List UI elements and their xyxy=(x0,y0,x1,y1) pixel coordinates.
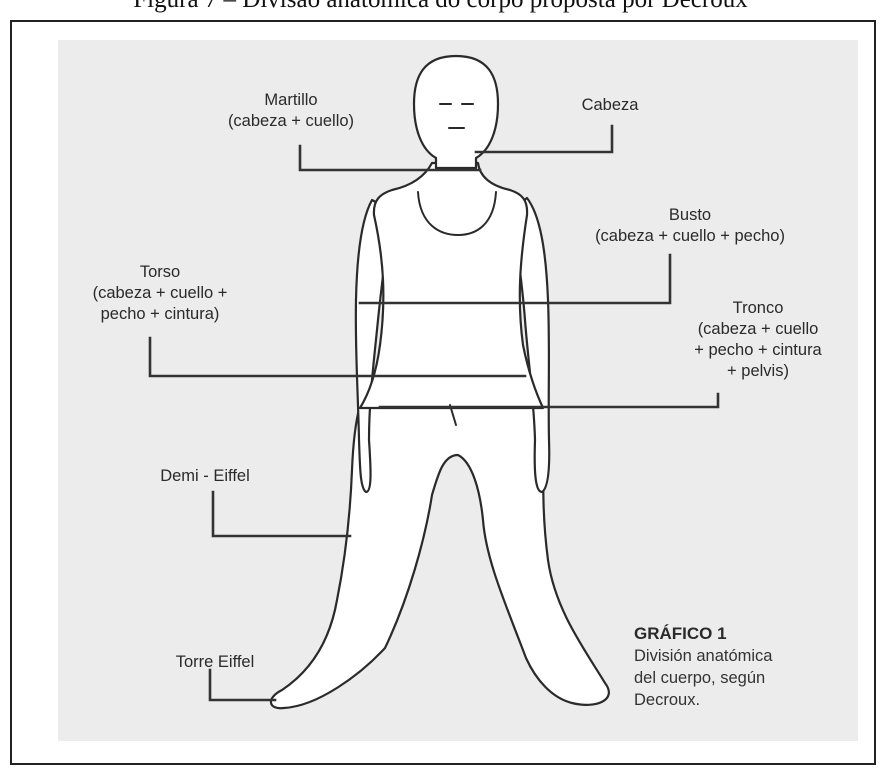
grafico-line-3: Decroux. xyxy=(634,689,772,711)
grafico-title: GRÁFICO 1 xyxy=(634,623,772,645)
label-tronco-detail-1: (cabeza + cuello xyxy=(668,319,848,340)
label-torso-detail-2: pecho + cintura) xyxy=(60,304,260,325)
grafico-caption: GRÁFICO 1 División anatómica del cuerpo,… xyxy=(634,623,772,711)
label-torso-detail-1: (cabeza + cuello + xyxy=(60,283,260,304)
label-torso: Torso (cabeza + cuello + pecho + cintura… xyxy=(60,262,260,325)
label-demi-eiffel: Demi - Eiffel xyxy=(130,466,280,487)
label-tronco-detail-3: + pelvis) xyxy=(668,361,848,382)
torso-outline xyxy=(360,163,543,408)
demi-eiffel-line xyxy=(213,492,350,536)
label-torre-eiffel: Torre Eiffel xyxy=(140,652,290,673)
label-cabeza-title: Cabeza xyxy=(560,95,660,116)
label-martillo: Martillo (cabeza + cuello) xyxy=(196,90,386,132)
label-tronco: Tronco (cabeza + cuello + pecho + cintur… xyxy=(668,298,848,382)
legs-outline xyxy=(271,405,609,708)
grafico-line-2: del cuerpo, según xyxy=(634,667,772,689)
torre-eiffel-line xyxy=(210,670,275,700)
label-tronco-detail-2: + pecho + cintura xyxy=(668,340,848,361)
label-busto: Busto (cabeza + cuello + pecho) xyxy=(560,205,820,247)
grafico-line-1: División anatómica xyxy=(634,645,772,667)
label-martillo-title: Martillo xyxy=(196,90,386,111)
label-tronco-title: Tronco xyxy=(668,298,848,319)
cabeza-line xyxy=(476,126,612,152)
label-cabeza: Cabeza xyxy=(560,95,660,116)
human-figure xyxy=(271,56,609,708)
label-demi-eiffel-title: Demi - Eiffel xyxy=(130,466,280,487)
label-busto-detail: (cabeza + cuello + pecho) xyxy=(560,226,820,247)
label-torre-eiffel-title: Torre Eiffel xyxy=(140,652,290,673)
label-martillo-detail: (cabeza + cuello) xyxy=(196,111,386,132)
label-torso-title: Torso xyxy=(60,262,260,283)
label-busto-title: Busto xyxy=(560,205,820,226)
